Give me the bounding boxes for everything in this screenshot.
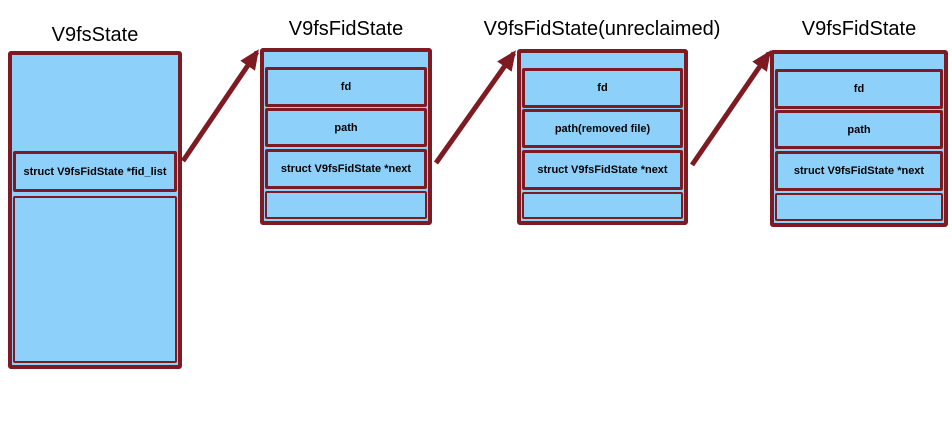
cell-fid-list: struct V9fsFidState *fid_list: [13, 151, 177, 192]
arrow-fidlist-to-fidstate1: [180, 49, 260, 163]
cell-fd: fd: [265, 67, 427, 107]
cell-empty: [13, 196, 177, 363]
arrow-fidstate2-next-to-fidstate3: [689, 50, 772, 167]
cell-empty: [265, 191, 427, 219]
cell-next: struct V9fsFidState *next: [265, 149, 427, 189]
node-v9fsfidstate-3: fd path struct V9fsFidState *next: [770, 50, 948, 227]
node-v9fsfidstate-1: fd path struct V9fsFidState *next: [260, 48, 432, 225]
cell-path-removed-file: path(removed file): [522, 109, 683, 148]
node-v9fsfidstate-unreclaimed: fd path(removed file) struct V9fsFidStat…: [517, 49, 688, 225]
cell-next: struct V9fsFidState *next: [522, 150, 683, 190]
cell-path: path: [265, 108, 427, 147]
node-title-v9fsstate: V9fsState: [51, 24, 139, 46]
arrow-fidstate1-next-to-fidstate2: [433, 50, 517, 165]
cell-next: struct V9fsFidState *next: [775, 151, 943, 191]
node-v9fsstate: struct V9fsFidState *fid_list: [8, 51, 182, 369]
cell-path: path: [775, 110, 943, 149]
cell-empty: [522, 192, 683, 219]
node-title-v9fsfidstate-3: V9fsFidState: [801, 18, 917, 40]
cell-fd: fd: [775, 69, 943, 109]
cell-empty: [775, 193, 943, 221]
node-title-v9fsfidstate-unreclaimed: V9fsFidState(unreclaimed): [483, 18, 721, 40]
cell-fd: fd: [522, 68, 683, 108]
node-title-v9fsfidstate-1: V9fsFidState: [288, 18, 404, 40]
